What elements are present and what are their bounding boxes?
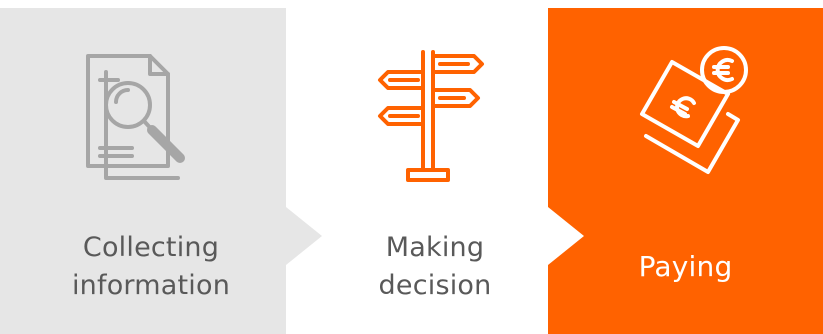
step-3-label: Paying [548, 248, 823, 286]
step-3-label-text: Paying [638, 250, 733, 283]
step-1-label: Collecting information [0, 229, 302, 305]
step-2-label: Making decision [322, 229, 548, 305]
euro-banknote-icon [640, 46, 748, 174]
document-search-icon [86, 54, 185, 180]
step-1-label-line-2: information [71, 270, 231, 301]
step-3-background [548, 8, 823, 334]
step-2-label-line-1: Making [385, 232, 485, 263]
step-1-background [0, 8, 322, 334]
step-2-label-line-2: decision [378, 270, 492, 301]
step-1-label-line-1: Collecting [82, 232, 220, 263]
signpost-icon [378, 50, 484, 182]
